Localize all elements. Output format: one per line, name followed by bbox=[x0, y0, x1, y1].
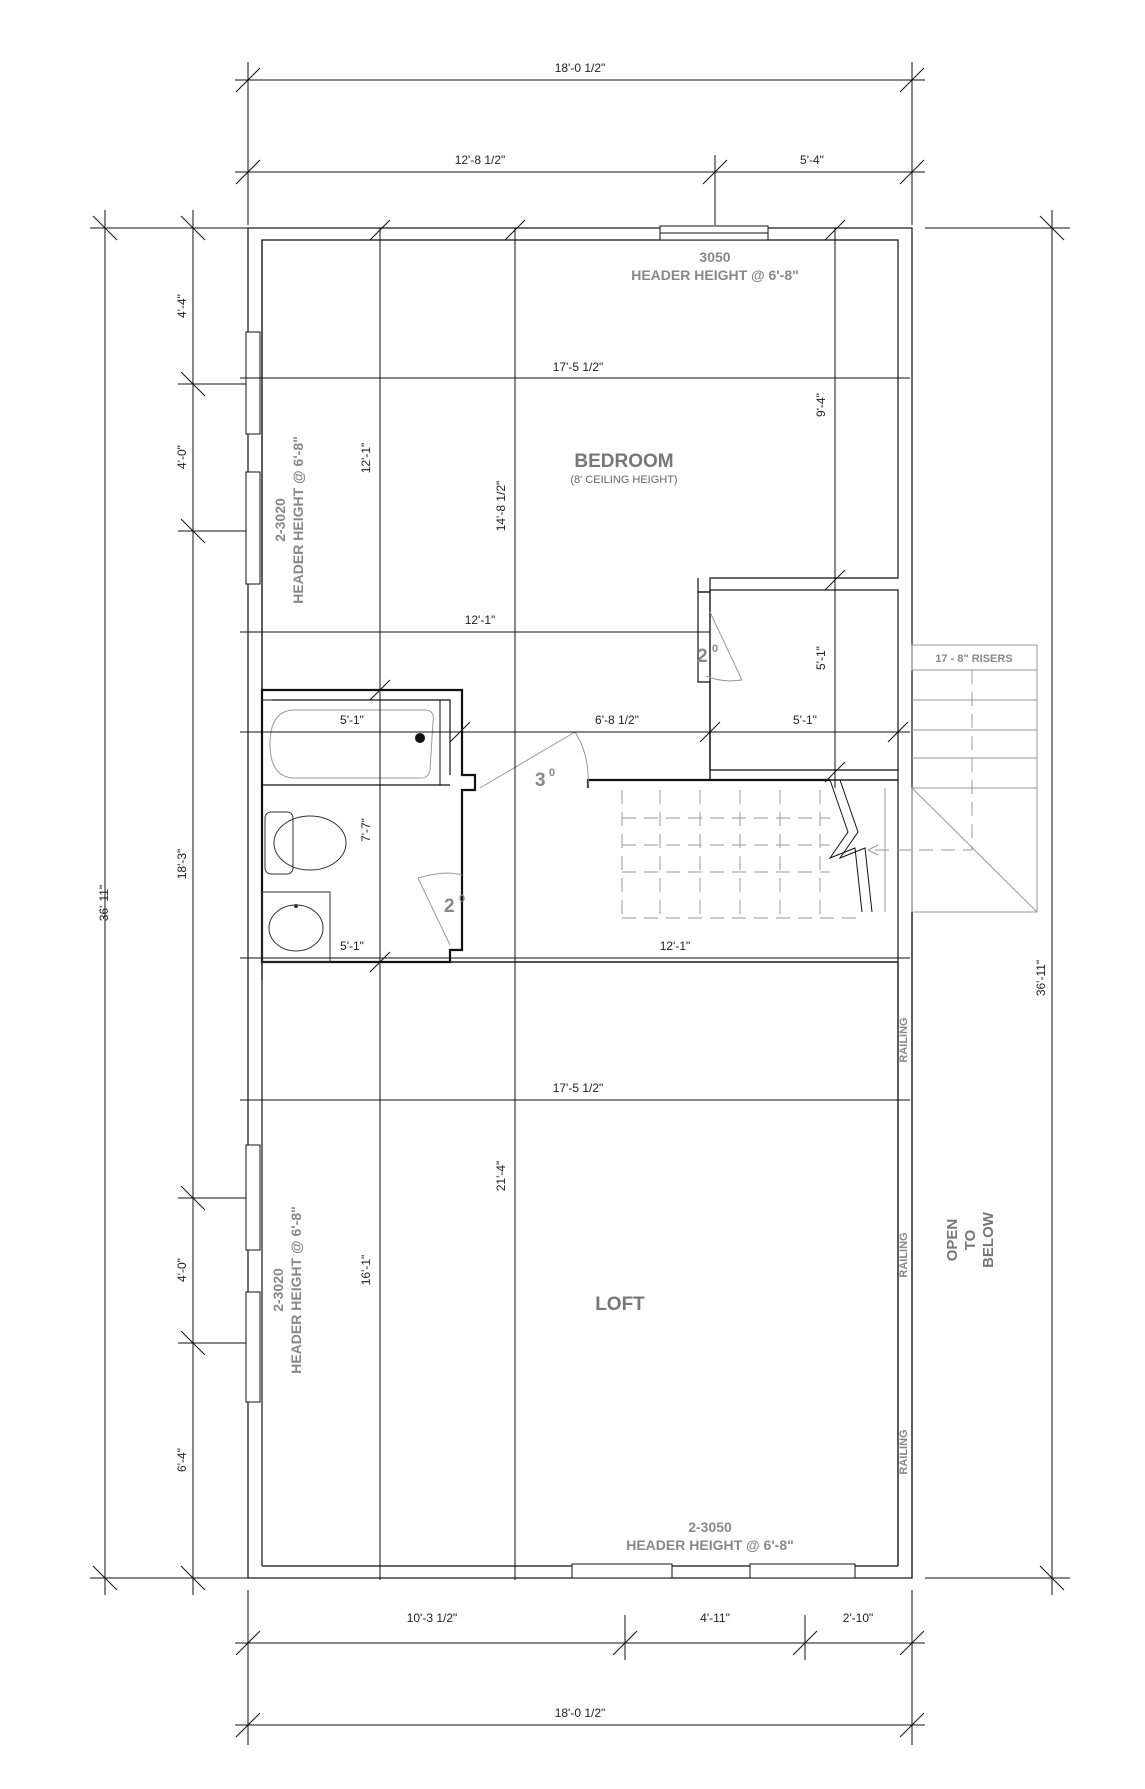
dim-left-6-4: 6'-4" bbox=[175, 1448, 189, 1472]
open-to-below-3: BELOW bbox=[980, 1211, 997, 1268]
open-to-below-1: OPEN bbox=[944, 1219, 961, 1262]
dim-bath-5-1-bottom: 5'-1" bbox=[340, 939, 364, 953]
open-to-below-2: TO bbox=[962, 1229, 979, 1250]
sink-icon bbox=[261, 891, 331, 963]
window-left-4 bbox=[245, 1291, 261, 1403]
railing-label-3: RAILING bbox=[898, 1429, 910, 1474]
door-bath-sup: 0 bbox=[459, 893, 465, 905]
room-bedroom: BEDROOM bbox=[574, 451, 673, 472]
dim-bedroom-9-4: 9'-4" bbox=[814, 393, 828, 417]
window-bottom-1 bbox=[571, 1563, 673, 1579]
window-top-header: HEADER HEIGHT @ 6'-8" bbox=[631, 267, 799, 283]
door-closet-label: 2 bbox=[697, 646, 708, 667]
door-bedroom-sup: 0 bbox=[549, 767, 555, 779]
closet: 2 0 bbox=[697, 578, 899, 781]
dim-bottom-mid: 4'-11" bbox=[700, 1611, 730, 1625]
dim-left-4-0-lower: 4'-0" bbox=[175, 1258, 189, 1282]
dim-left-overall: 36'-11" bbox=[97, 885, 111, 921]
railing-label-2: RAILING bbox=[898, 1232, 910, 1277]
labels: BEDROOM (8' CEILING HEIGHT) LOFT OPEN TO… bbox=[270, 249, 997, 1553]
dim-top-right: 5'-4" bbox=[800, 153, 824, 167]
dim-closet-5-1-horiz: 5'-1" bbox=[793, 713, 817, 727]
dim-left-4-4: 4'-4" bbox=[175, 294, 189, 318]
window-left-1 bbox=[245, 331, 261, 435]
dim-bottom-overall: 18'-0 1/2" bbox=[555, 1706, 606, 1720]
window-left-upper-header: HEADER HEIGHT @ 6'-8" bbox=[290, 436, 306, 604]
hall-walls: 3 0 bbox=[479, 731, 830, 791]
dim-top-overall: 18'-0 1/2" bbox=[555, 61, 606, 75]
window-top-label: 3050 bbox=[699, 249, 730, 265]
bottom-dimensions: 10'-3 1/2" 4'-11" 2'-10" 18'-0 1/2" bbox=[235, 1590, 925, 1745]
dim-left-4-0-upper: 4'-0" bbox=[175, 445, 189, 469]
window-left-lower-header: HEADER HEIGHT @ 6'-8" bbox=[288, 1206, 304, 1374]
dim-loft-21-4: 21'-4" bbox=[494, 1161, 508, 1192]
room-bedroom-ceiling: (8' CEILING HEIGHT) bbox=[570, 474, 677, 486]
stairs: 17 - 8" RISERS bbox=[621, 644, 1038, 919]
railing-label-1: RAILING bbox=[898, 1017, 910, 1062]
door-closet-sup: 0 bbox=[712, 643, 718, 655]
window-bottom-2 bbox=[749, 1563, 856, 1579]
dim-bedroom-width: 17'-5 1/2" bbox=[553, 360, 604, 374]
dim-bath-5-1-top: 5'-1" bbox=[340, 713, 364, 727]
dim-bedroom-12-1-horiz: 12'-1" bbox=[465, 613, 496, 627]
dim-right-overall: 36'-11" bbox=[1034, 960, 1048, 996]
dim-bedroom-14-8: 14'-8 1/2" bbox=[494, 481, 508, 532]
interior-dimensions: 17'-5 1/2" 12'-1" 14'-8 1/2" 9'-4" 12'-1… bbox=[240, 219, 910, 1580]
dim-bedroom-12-1-vert: 12'-1" bbox=[359, 443, 373, 474]
top-dimensions: 18'-0 1/2" 12'-8 1/2" 5'-4" bbox=[235, 61, 925, 225]
dim-bottom-right: 2'-10" bbox=[843, 1611, 874, 1625]
dim-stair-12-1: 12'-1" bbox=[660, 939, 691, 953]
right-dimensions: 36'-11" bbox=[925, 210, 1070, 1595]
dim-bath-7-7: 7'-7" bbox=[359, 818, 373, 842]
dim-loft-width: 17'-5 1/2" bbox=[553, 1081, 604, 1095]
left-dimensions: 36'-11" 4'-4" 4'-0" 18'-3" 4'-0" 6'-4" bbox=[90, 210, 250, 1595]
tub-drain-icon bbox=[415, 733, 425, 743]
exterior-walls bbox=[247, 227, 913, 1579]
toilet-icon bbox=[264, 811, 347, 875]
window-left-upper-label: 2-3020 bbox=[272, 498, 288, 542]
door-bath-label: 2 bbox=[444, 896, 455, 917]
window-left-lower-label: 2-3020 bbox=[270, 1268, 286, 1312]
window-left-2 bbox=[245, 471, 261, 585]
bedroom-door bbox=[479, 731, 576, 789]
room-loft: LOFT bbox=[595, 1294, 645, 1315]
dim-left-18-3: 18'-3" bbox=[175, 849, 189, 880]
window-left-3 bbox=[245, 1144, 261, 1251]
door-bedroom-label: 3 bbox=[535, 770, 546, 791]
dim-closet-5-1-vert: 5'-1" bbox=[814, 646, 828, 670]
bathroom: 2 0 bbox=[260, 688, 477, 964]
railing: RAILING RAILING RAILING bbox=[897, 912, 913, 1578]
dim-hall-6-8: 6'-8 1/2" bbox=[595, 713, 639, 727]
window-bottom-header: HEADER HEIGHT @ 6'-8" bbox=[626, 1537, 794, 1553]
window-bottom-label: 2-3050 bbox=[688, 1519, 732, 1535]
closet-door bbox=[709, 611, 743, 681]
dim-top-left: 12'-8 1/2" bbox=[455, 153, 506, 167]
stairs-risers-label: 17 - 8" RISERS bbox=[935, 653, 1012, 665]
dim-loft-16-1: 16'-1" bbox=[359, 1255, 373, 1286]
bath-door bbox=[417, 877, 451, 946]
dim-bottom-left: 10'-3 1/2" bbox=[407, 1611, 458, 1625]
windows bbox=[245, 225, 856, 1579]
